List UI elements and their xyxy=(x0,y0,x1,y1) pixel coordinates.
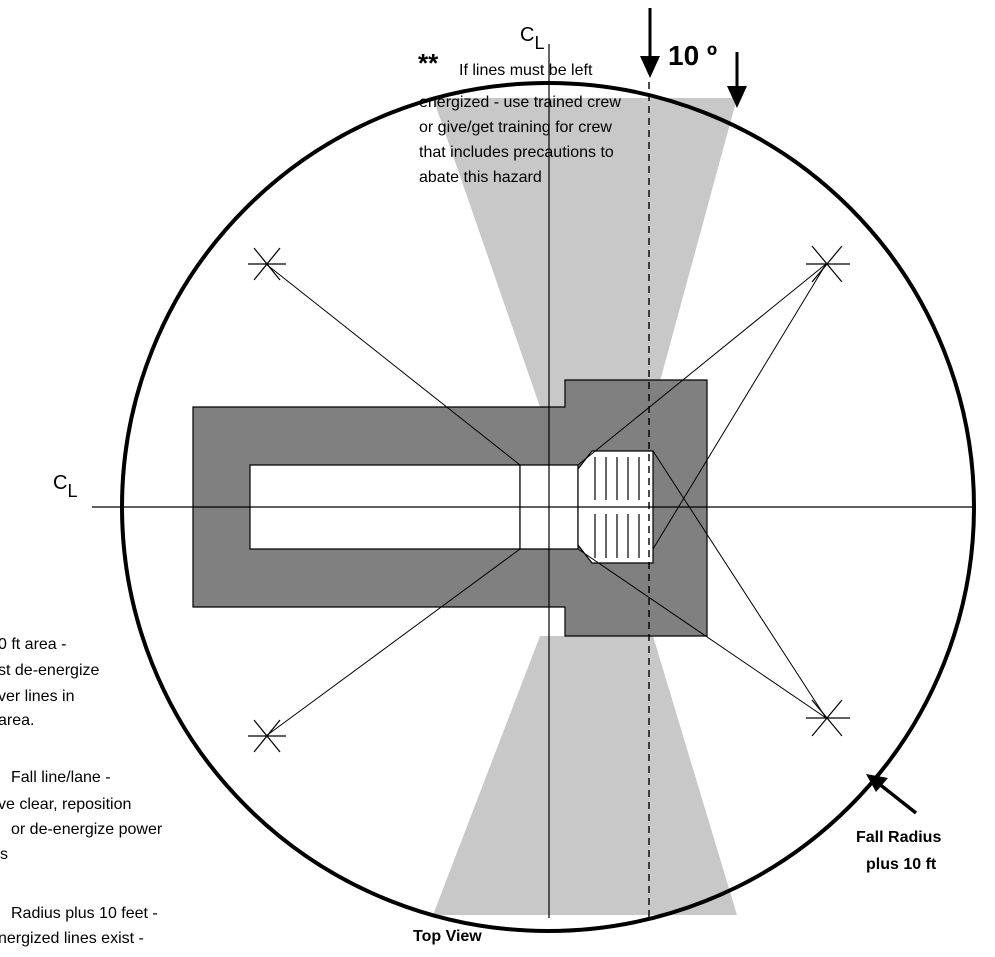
fall-radius-arrow xyxy=(866,774,918,815)
note-radius-line-2: nergized lines exist - xyxy=(0,930,144,947)
note-lane-area-line-1: 0 ft area - xyxy=(0,636,67,653)
note-fall-line-line-2: ve clear, reposition xyxy=(0,796,132,813)
anchor-marks xyxy=(248,245,850,753)
note-asterisks: ** xyxy=(418,48,439,78)
note-radius-line-1: Radius plus 10 feet - xyxy=(11,905,158,922)
angle-arrows xyxy=(640,8,747,108)
fall-lane-top-wedge xyxy=(433,98,737,407)
vertical-centerline-label: CL xyxy=(520,24,544,54)
note-top-line-1: If lines must be left xyxy=(459,62,593,79)
note-top-line-2: energized - use trained crew xyxy=(419,94,621,111)
note-lane-area-line-4: area. xyxy=(0,712,35,729)
cl-l: L xyxy=(534,33,545,53)
step-treads xyxy=(594,457,640,558)
cl-c: C xyxy=(520,24,535,46)
fall-radius-label-line-1: Fall Radius xyxy=(856,829,942,846)
horizontal-centerline-label: CL xyxy=(53,472,77,502)
note-fall-line-line-4: s xyxy=(0,846,8,863)
note-lane-area-line-3: ver lines in xyxy=(0,688,75,705)
guy-wires xyxy=(265,263,827,737)
note-top-line-3: or give/get training for crew xyxy=(419,119,612,136)
angle-label: 10 º xyxy=(668,40,718,71)
note-top-line-5: abate this hazard xyxy=(419,169,542,186)
note-fall-line-line-1: Fall line/lane - xyxy=(11,769,111,786)
note-fall-line-line-3: or de-energize power xyxy=(11,821,163,838)
top-view-label: Top View xyxy=(413,928,482,945)
cl-l: L xyxy=(67,481,78,501)
fall-radius-label-line-2: plus 10 ft xyxy=(866,856,937,873)
cl-c: C xyxy=(53,472,68,494)
fall-radius-circle xyxy=(120,81,976,933)
note-lane-area-line-2: st de-energize xyxy=(0,662,100,679)
note-top-line-4: that includes precautions to xyxy=(419,144,614,161)
fall-lane-bottom-wedge xyxy=(433,636,737,915)
